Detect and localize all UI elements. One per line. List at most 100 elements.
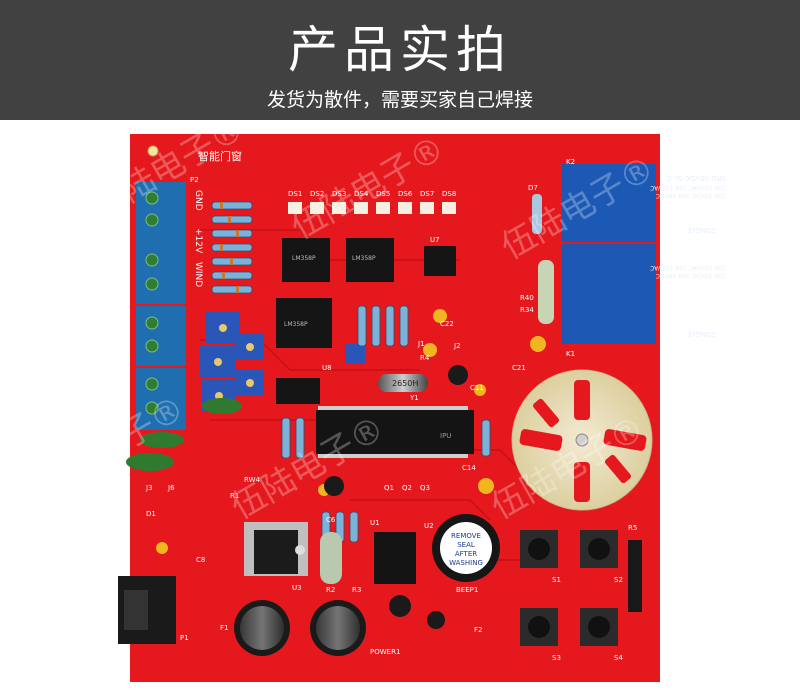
buzzer: REMOVE SEAL AFTER WASHING	[432, 514, 500, 582]
svg-text:C21: C21	[512, 364, 526, 372]
svg-text:U8: U8	[322, 364, 332, 372]
crystal-oscillator: 2650H	[378, 374, 428, 392]
svg-text:RW4: RW4	[244, 476, 261, 484]
svg-text:LM358P: LM358P	[284, 321, 308, 328]
svg-text:R5: R5	[628, 524, 637, 532]
dc-power-jack	[118, 576, 176, 644]
inductor	[320, 532, 342, 584]
fan-disc	[511, 369, 653, 511]
terminal-label-wind: WIND	[193, 262, 203, 287]
yellow-capacitors	[156, 309, 546, 554]
led-label-ds7: DS7	[420, 190, 434, 198]
screw-terminal-block	[136, 182, 186, 430]
svg-text:SONGLE: SONGLE	[687, 226, 716, 234]
svg-text:C6: C6	[326, 516, 336, 524]
svg-text:J2: J2	[453, 342, 461, 350]
svg-text:J3: J3	[145, 484, 153, 492]
potentiometer-group	[200, 312, 365, 412]
svg-text:LM358P: LM358P	[292, 255, 316, 262]
connector-r5	[628, 540, 642, 612]
svg-text:J6: J6	[167, 484, 175, 492]
optocoupler-u8	[276, 378, 320, 404]
dip-chip-2: LM358P	[346, 238, 394, 282]
led-label-ds2: DS2	[310, 190, 324, 198]
diode-d7	[532, 194, 542, 234]
svg-text:F2: F2	[474, 626, 482, 634]
svg-text:U1: U1	[370, 519, 380, 527]
svg-text:C22: C22	[440, 320, 454, 328]
svg-text:Y1: Y1	[409, 394, 419, 402]
led-label-ds8: DS8	[442, 190, 456, 198]
svg-text:S3: S3	[552, 654, 561, 662]
svg-text:R40: R40	[520, 294, 534, 302]
resistor-cluster	[281, 305, 491, 543]
svg-text:SRD-05VDC-SL-C: SRD-05VDC-SL-C	[667, 174, 726, 182]
led-label-ds4: DS4	[354, 190, 369, 198]
svg-text:LM358P: LM358P	[352, 255, 376, 262]
microcontroller: IPU	[316, 406, 474, 458]
svg-text:C8: C8	[196, 556, 205, 564]
svg-text:S1: S1	[552, 576, 561, 584]
svg-text:SONGLE: SONGLE	[687, 330, 716, 338]
led-row	[288, 202, 456, 214]
buzzer-label-line-4: WASHING	[449, 559, 483, 567]
svg-text:C11: C11	[470, 384, 484, 392]
mount-hole	[147, 145, 159, 157]
green-capacitors	[126, 398, 242, 471]
terminal-label-12v: +12V	[193, 228, 203, 254]
led-label-ds3: DS3	[332, 190, 346, 198]
svg-text:2650H: 2650H	[392, 379, 418, 388]
svg-text:R3: R3	[352, 586, 361, 594]
dip-chip-1: LM358P	[282, 238, 330, 282]
relay-k2: SRD-05VDC-SL-C 10A 250VAC 10A 125VAC 10A…	[562, 164, 726, 242]
power-resistor	[538, 260, 554, 324]
svg-text:S2: S2	[614, 576, 623, 584]
svg-text:Q2: Q2	[402, 484, 412, 492]
led-label-ds6: DS6	[398, 190, 413, 198]
svg-text:K2: K2	[566, 158, 575, 166]
svg-text:U2: U2	[424, 522, 434, 530]
buzzer-label-line-3: AFTER	[455, 550, 477, 558]
svg-text:POWER1: POWER1	[370, 648, 400, 656]
svg-text:U3: U3	[292, 584, 302, 592]
buzzer-label-line-2: SEAL	[457, 541, 475, 549]
electrolytic-capacitors	[234, 365, 468, 656]
svg-text:F1: F1	[220, 624, 228, 632]
svg-text:10A 250VAC 10A 125VAC: 10A 250VAC 10A 125VAC	[650, 264, 726, 271]
board-title: 智能门窗	[198, 149, 242, 163]
svg-text:C14: C14	[462, 464, 476, 472]
page-subtitle: 发货为散件，需要买家自己焊接	[266, 89, 533, 111]
header-banner: 产品实拍 发货为散件，需要买家自己焊接	[0, 0, 800, 120]
svg-text:Q3: Q3	[420, 484, 430, 492]
svg-text:P1: P1	[180, 634, 189, 642]
dip-chip-3: LM358P	[276, 298, 332, 348]
voltage-regulator	[244, 522, 308, 576]
svg-text:BEEP1: BEEP1	[456, 586, 478, 594]
relay-k1: 10A 250VAC 10A 125VAC 10A 30VDC 10A 28VD…	[562, 244, 726, 344]
page-title: 产品实拍	[288, 21, 512, 79]
svg-text:10A 30VDC 10A 28VDC: 10A 30VDC 10A 28VDC	[656, 192, 726, 199]
led-label-ds1: DS1	[288, 190, 302, 198]
svg-text:10A 30VDC 10A 28VDC: 10A 30VDC 10A 28VDC	[656, 272, 726, 279]
svg-text:IPU: IPU	[440, 432, 451, 440]
svg-text:P2: P2	[190, 176, 199, 184]
led-label-ds5: DS5	[376, 190, 390, 198]
svg-text:D7: D7	[528, 184, 538, 192]
svg-text:S4: S4	[614, 654, 623, 662]
svg-text:R1: R1	[230, 492, 239, 500]
svg-text:Q1: Q1	[384, 484, 394, 492]
small-ic	[424, 246, 456, 276]
product-photo: 智能门窗 GND +12V WIND	[0, 108, 800, 686]
dip-chip-u1	[374, 532, 416, 584]
push-buttons	[520, 530, 618, 646]
buzzer-label-line-1: REMOVE	[451, 532, 481, 540]
terminal-label-gnd: GND	[193, 190, 203, 211]
pcb-photo-illustration: 智能门窗 GND +12V WIND	[0, 108, 800, 686]
svg-text:U7: U7	[430, 236, 440, 244]
resistor-column	[211, 201, 253, 294]
svg-text:10A 250VAC 10A 125VAC: 10A 250VAC 10A 125VAC	[650, 184, 726, 191]
svg-text:R34: R34	[520, 306, 534, 314]
silkscreen-labels: R1 R2 R3 R4 R5 C6 C8 D1 D7 U1 U2 U3 U7 U…	[145, 158, 637, 662]
svg-text:K1: K1	[566, 350, 575, 358]
svg-text:R2: R2	[326, 586, 335, 594]
